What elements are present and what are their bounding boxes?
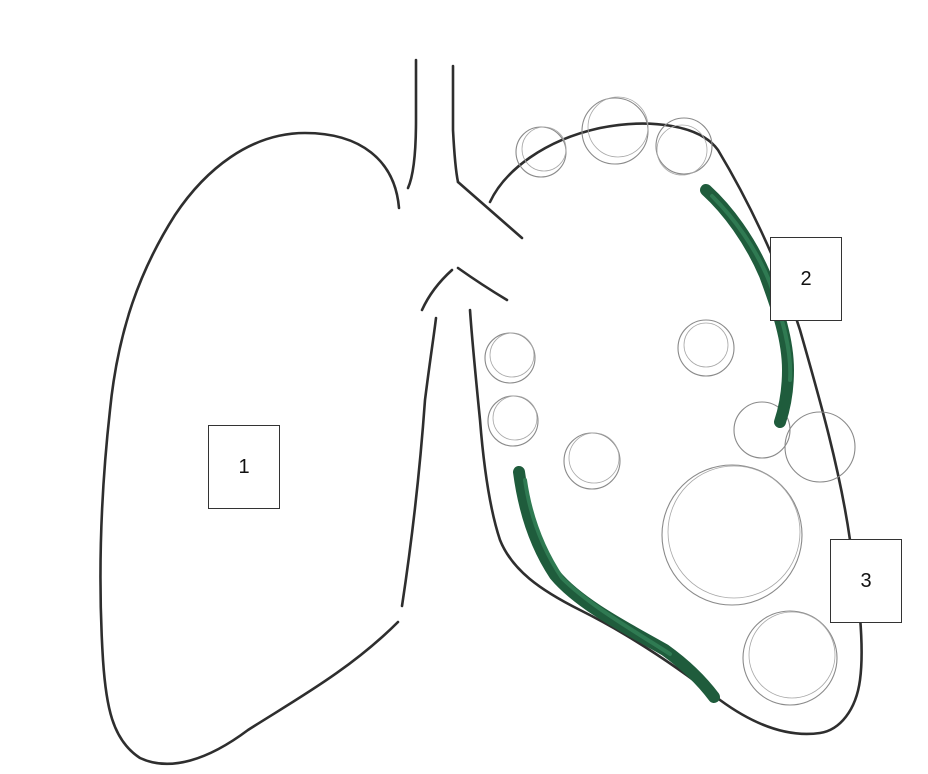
bulla — [490, 333, 534, 377]
bullae — [485, 97, 855, 705]
bulla — [588, 97, 648, 157]
label-1: 1 — [208, 425, 280, 509]
bulla — [678, 320, 734, 376]
lung-diseased — [470, 124, 862, 734]
bulla — [569, 433, 619, 483]
bulla — [564, 433, 620, 489]
label-3: 3 — [830, 539, 902, 623]
trachea — [408, 60, 522, 310]
bulla — [516, 127, 566, 177]
highlight-lower — [519, 472, 714, 697]
bulla — [656, 118, 712, 174]
bulla — [657, 125, 707, 175]
bulla — [668, 466, 800, 598]
bulla — [684, 323, 728, 367]
bulla — [749, 612, 835, 698]
label-2: 2 — [770, 237, 842, 321]
highlighted-regions — [519, 190, 790, 697]
bulla — [485, 333, 535, 383]
bulla — [488, 396, 538, 446]
bulla — [493, 396, 537, 440]
bulla — [785, 412, 855, 482]
